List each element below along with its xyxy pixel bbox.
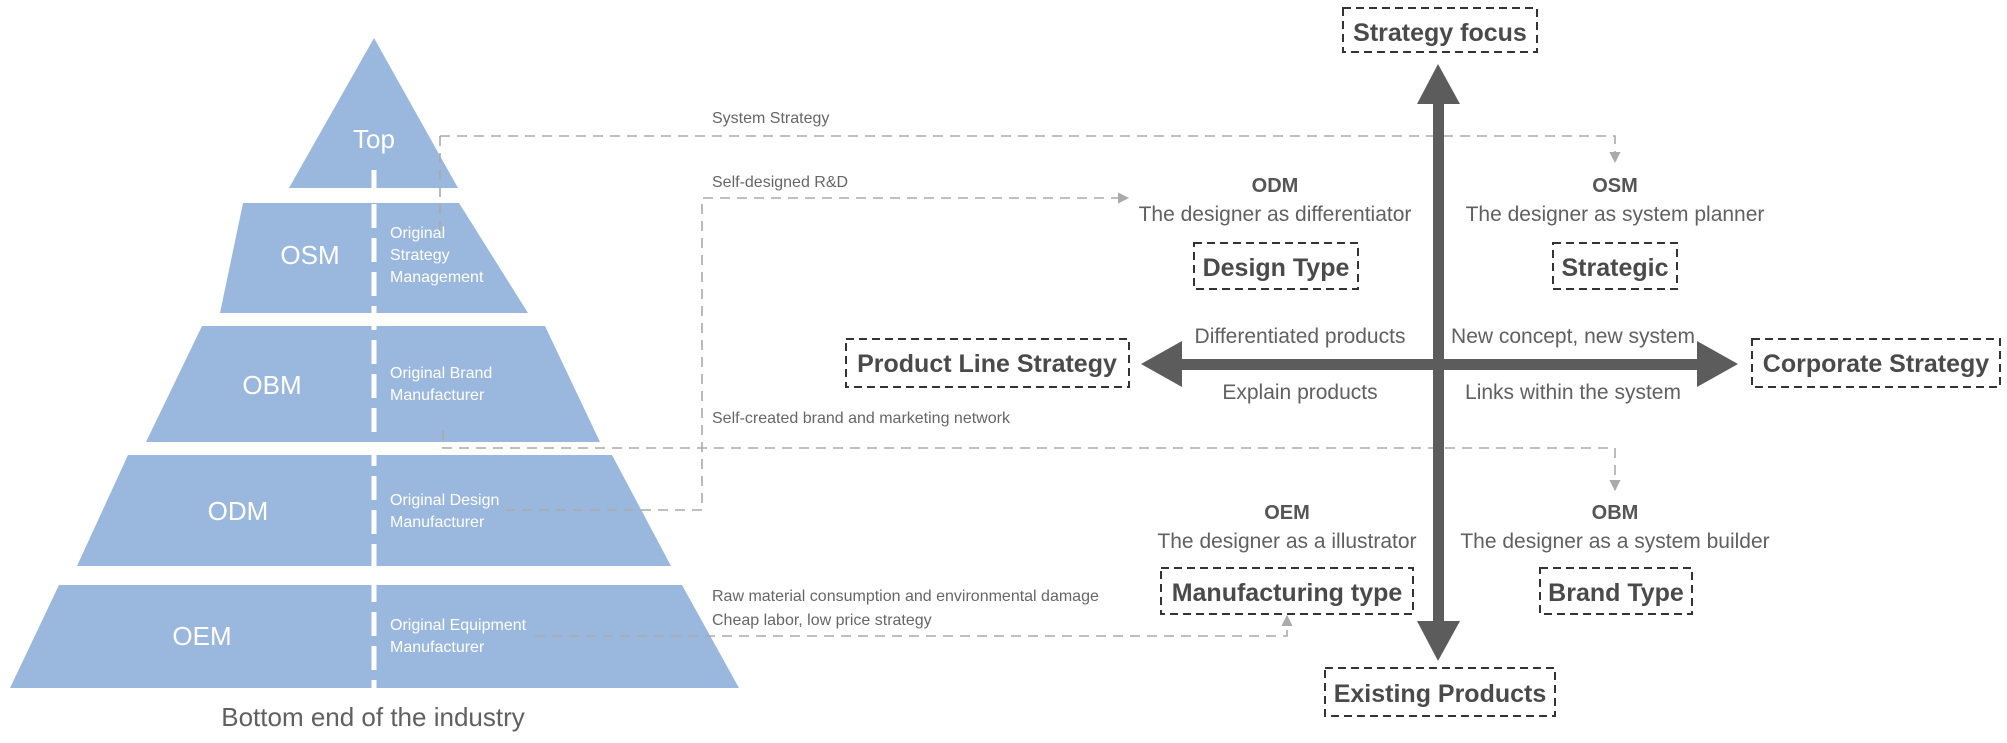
arrow-right-icon: [1697, 341, 1738, 387]
connector-self-designed: [505, 192, 1130, 511]
pyramid-osm-desc-2: Strategy: [390, 247, 450, 264]
arrow-left-icon: [1141, 341, 1182, 387]
quadrant-top-left-type: Design Type: [1203, 254, 1350, 282]
label-self-created-brand: Self-created brand and marketing network: [712, 410, 1011, 427]
label-self-designed: Self-designed R&D: [712, 174, 848, 191]
quadrant-top-left-role: The designer as differentiator: [1139, 203, 1412, 226]
label-links-within-system: Links within the system: [1465, 381, 1681, 404]
label-system-strategy: System Strategy: [712, 110, 829, 127]
pyramid-oem-desc-2: Manufacturer: [390, 639, 485, 656]
quadrant-bottom-right: OBM The designer as a system builder Bra…: [1460, 502, 1770, 615]
axis-box-left-frame: [845, 338, 1130, 388]
label-cheap-labor: Cheap labor, low price strategy: [712, 612, 932, 629]
quadrant-bottom-left-type-frame: [1160, 567, 1414, 615]
pyramid-oem-tier: [10, 585, 739, 688]
quadrant-bottom-left-abbr: OEM: [1264, 502, 1310, 524]
quadrant-bottom-left-type: Manufacturing type: [1172, 579, 1403, 607]
arrow-down-icon: [1417, 621, 1460, 661]
pyramid-odm-desc-2: Manufacturer: [390, 514, 485, 531]
quadrant-top-left-abbr: ODM: [1252, 175, 1299, 197]
pyramid-odm-desc-1: Original Design: [390, 492, 499, 509]
axis-label-bottom: Existing Products: [1334, 680, 1547, 708]
quadrant-bottom-right-abbr: OBM: [1592, 502, 1639, 524]
quadrant-top-right-type: Strategic: [1562, 254, 1669, 282]
industry-pyramid: Top OSM Original Strategy Management OBM…: [10, 38, 739, 732]
axis-label-top: Strategy focus: [1353, 19, 1527, 47]
axis-label-right: Corporate Strategy: [1763, 350, 1990, 378]
quadrant-bottom-right-role: The designer as a system builder: [1460, 530, 1769, 553]
connector-self-created-brand: [442, 430, 1621, 492]
axis-box-right-frame: [1751, 338, 2001, 388]
pyramid-bottom-caption: Bottom end of the industry: [221, 702, 525, 732]
axis-box-top-frame: [1342, 7, 1538, 53]
pyramid-odm-abbr: ODM: [208, 496, 269, 526]
axis-label-left: Product Line Strategy: [857, 350, 1117, 378]
connector-lines: [439, 135, 1621, 637]
arrow-up-icon: [1417, 64, 1460, 104]
axis-box-left: Product Line Strategy: [845, 338, 1130, 388]
quadrant-bottom-right-type-frame: [1539, 567, 1693, 615]
axis-box-top: Strategy focus: [1342, 7, 1538, 53]
axis-box-bottom: Existing Products: [1324, 667, 1556, 717]
axis-box-bottom-frame: [1324, 667, 1556, 717]
quadrant-bottom-left-role: The designer as a illustrator: [1157, 530, 1416, 553]
quadrant-top-right: OSM The designer as system planner Strat…: [1466, 175, 1765, 290]
quadrant-axes: [1141, 64, 1738, 661]
pyramid-obm-abbr: OBM: [242, 370, 301, 400]
connector-oem-manufacturing: [535, 614, 1293, 637]
horizontal-axis-shaft: [1170, 359, 1710, 370]
quadrant-top-right-role: The designer as system planner: [1466, 203, 1765, 226]
label-raw-material: Raw material consumption and environment…: [712, 588, 1099, 605]
quadrant-top-right-abbr: OSM: [1592, 175, 1638, 197]
label-explain-products: Explain products: [1222, 381, 1377, 404]
quadrant-bottom-left: OEM The designer as a illustrator Manufa…: [1157, 502, 1417, 615]
pyramid-osm-desc-1: Original: [390, 225, 445, 242]
connector-system-strategy: [440, 135, 1621, 164]
quadrant-bottom-right-type: Brand Type: [1548, 579, 1684, 607]
label-differentiated-products: Differentiated products: [1195, 325, 1406, 348]
pyramid-osm-desc-3: Management: [390, 269, 484, 286]
pyramid-oem-abbr: OEM: [172, 621, 231, 651]
pyramid-top-label: Top: [353, 124, 395, 154]
pyramid-obm-desc-1: Original Brand: [390, 365, 492, 382]
pyramid-obm-desc-2: Manufacturer: [390, 387, 485, 404]
quadrant-top-left-type-frame: [1193, 242, 1359, 290]
pyramid-osm-abbr: OSM: [280, 240, 339, 270]
pyramid-oem-desc-1: Original Equipment: [390, 617, 527, 634]
quadrant-top-left: ODM The designer as differentiator Desig…: [1139, 175, 1412, 290]
label-new-concept: New concept, new system: [1451, 325, 1695, 348]
axis-box-right: Corporate Strategy: [1751, 338, 2001, 388]
pyramid-top-tier: [289, 38, 458, 188]
quadrant-top-right-type-frame: [1552, 242, 1678, 290]
